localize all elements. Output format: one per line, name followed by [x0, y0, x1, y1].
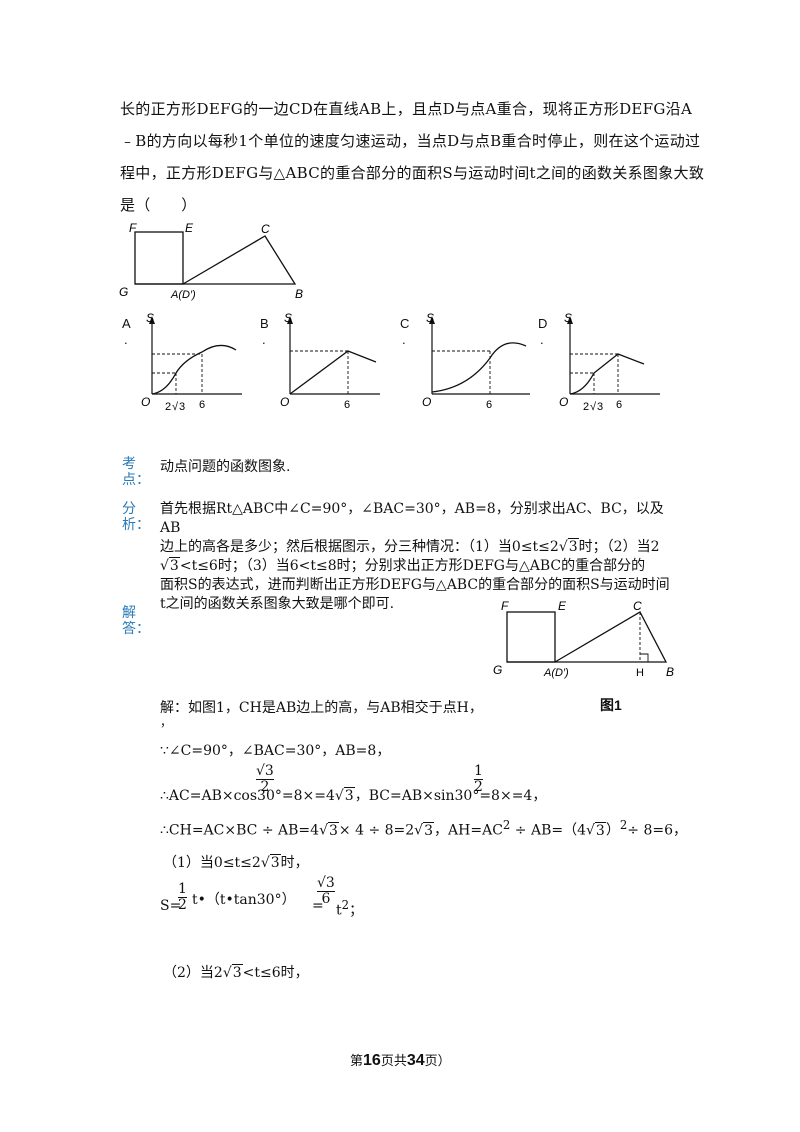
option-d-t2: 6: [616, 399, 622, 411]
jieda-label-2: 答：: [122, 621, 150, 637]
svg-text:G: G: [493, 663, 502, 677]
option-a-t1: 2: [165, 401, 171, 413]
option-c-s: S: [426, 311, 434, 325]
question-line-1: 长的正方形DEFG的一边CD在直线AB上，且点D与点A重合，现将正方形DEFG沿…: [120, 100, 693, 118]
solution-step-4: ∴CH=AC×BC ÷ AB=4√3× 4 ÷ 8=2√3，AH=AC2 ÷ A…: [160, 818, 687, 839]
kaodian-label-1: 考: [122, 456, 136, 472]
svg-text:E: E: [558, 599, 567, 613]
option-c-letter[interactable]: C: [400, 316, 410, 331]
solution-step-1: 解：如图1，CH是AB边上的高，与AB相交于点H，: [160, 700, 483, 716]
fenxi-line-4: 面积S的表达式，进而判断出正方形DEFG与△ABC的重合部分的面积S与运动时间: [160, 577, 670, 593]
option-a-letter[interactable]: A: [122, 316, 131, 331]
svg-text:√: √: [590, 401, 597, 413]
label-c: C: [261, 222, 270, 236]
option-c-graph[interactable]: S O 6: [418, 310, 534, 418]
option-b-o: O: [280, 395, 289, 409]
question-line-3: 程中，正方形DEFG与△ABC的重合部分的面积S与运动时间t之间的函数关系图象大…: [120, 164, 705, 182]
option-a-t1-rad: 3: [179, 401, 185, 413]
fenxi-line-1: 首先根据Rt△ABC中∠C=90°，∠BAC=30°，AB=8，分别求出AC、B…: [160, 501, 664, 536]
svg-text:C: C: [633, 599, 642, 613]
figure-1-caption: 图1: [600, 697, 622, 713]
figure-1: F E C G A(D′) H B: [493, 599, 674, 679]
svg-text:A(D′): A(D′): [543, 667, 569, 679]
option-c-dot: .: [402, 332, 406, 347]
solution-s-formula: S=: [160, 898, 182, 914]
solution-case-2: （2）当2√3<t≤6时，: [163, 964, 309, 981]
fenxi-block: 首先根据Rt△ABC中∠C=90°，∠BAC=30°，AB=8，分别求出AC、B…: [160, 500, 680, 614]
question-line-2: ﹣B的方向以每秒1个单位的速度匀速运动，当点D与点B重合时停止，则在这个运动过: [120, 132, 701, 150]
page-footer: 第16页共34页）: [350, 1052, 451, 1069]
square-defg: [134, 231, 184, 285]
label-a: A(D′): [170, 289, 196, 301]
option-b-dot: .: [262, 332, 266, 347]
solution-case-1: （1）当0≤t≤2√3时，: [163, 854, 309, 871]
option-d-t1-rad: 3: [597, 401, 603, 413]
kaodian-text: 动点问题的函数图象.: [160, 459, 291, 475]
option-b-t2: 6: [344, 399, 350, 411]
s-formula-body: t•（t•tan30°）: [192, 892, 296, 908]
option-d-letter[interactable]: D: [538, 316, 548, 331]
label-g: G: [119, 285, 128, 299]
option-a-o: O: [141, 395, 150, 409]
fenxi-line-2: 边上的高各是多少；然后根据图示，分三种情况：（1）当0≤t≤2√3时；（2）当2: [160, 538, 660, 555]
fenxi-label-1: 分: [122, 501, 136, 517]
option-b-graph[interactable]: S O 6: [276, 310, 384, 418]
solution-step-3: ∴AC=AB×cos30°=8×=4√3，BC=AB×sin30°=8×=4，: [160, 787, 547, 804]
option-d-graph[interactable]: S O 2 √ 3 6: [556, 310, 664, 418]
solution-step-1b: ，: [160, 715, 173, 729]
svg-text:√: √: [172, 401, 179, 413]
option-d-o: O: [559, 395, 568, 409]
svg-text:B: B: [666, 665, 674, 679]
question-line-4: 是（ ）: [120, 196, 197, 214]
triangle-abc: [135, 235, 297, 285]
kaodian-label-2: 点：: [122, 472, 150, 488]
option-d-t1: 2: [583, 401, 589, 413]
option-c-t2: 6: [486, 399, 492, 411]
option-a-dot: .: [124, 332, 128, 347]
option-a-s: S: [146, 311, 154, 325]
fenxi-line-5: t之间的函数关系图象大致是哪个即可.: [160, 596, 395, 612]
option-d-s: S: [564, 311, 572, 325]
option-b-s: S: [284, 311, 292, 325]
fenxi-label-2: 析：: [122, 517, 150, 533]
svg-text:F: F: [501, 599, 509, 613]
jieda-label-1: 解: [122, 605, 136, 621]
frac-sqrt3-over-2: √3 2: [256, 763, 274, 795]
fenxi-line-3: √3<t≤6时；（3）当6<t≤8时；分别求出正方形DEFG与△ABC的重合部分…: [160, 557, 646, 574]
solution-step-2: ∵∠C=90°，∠BAC=30°，AB=8，: [160, 743, 391, 759]
s-formula-tail: t2；: [336, 898, 364, 919]
option-a-t2: 6: [199, 399, 205, 411]
label-f: F: [129, 221, 137, 235]
option-a-graph[interactable]: S O 2 √ 3 6: [138, 310, 246, 418]
frac-half: 1 2: [178, 881, 187, 913]
label-b: B: [295, 287, 303, 301]
square-triangle-figure: F E C G A(D′) B: [119, 221, 303, 301]
frac-sqrt3-over-6: √3 6: [317, 875, 335, 907]
label-h: H: [636, 667, 644, 679]
option-d-dot: .: [540, 332, 544, 347]
label-e: E: [185, 221, 194, 235]
s-formula-eq: =: [312, 898, 324, 914]
option-c-o: O: [422, 395, 431, 409]
frac-1-over-2: 1 2: [474, 763, 483, 795]
option-b-letter[interactable]: B: [260, 316, 269, 331]
